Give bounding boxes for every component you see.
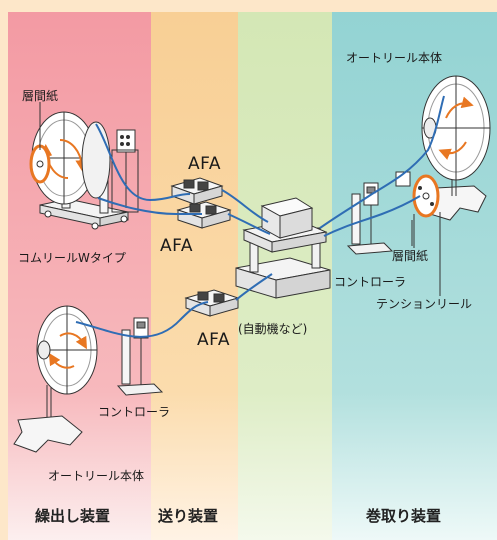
label-sheet-paper-left: 層間紙 [22,89,59,103]
label-tension-reel: テンションリール [376,297,473,311]
label-automatic-machine: (自動機など) [238,322,308,336]
zone-title-take-up: 巻取り装置 [366,507,442,525]
label-auto-reel-right: オートリール本体 [346,51,443,65]
label-afa-top: AFA [188,154,221,174]
auto-reel-right [421,75,491,221]
label-afa-middle: AFA [160,236,193,256]
label-auto-reel-left: オートリール本体 [48,469,145,483]
controller-left [116,317,164,396]
zone-send-device [151,12,238,540]
zone-feed-device [8,12,151,540]
zone-title-feed: 繰出し装置 [35,507,111,525]
label-sheet-paper-right: 層間紙 [392,249,429,263]
zone-title-send: 送り装置 [158,507,219,525]
automatic-machine [235,197,331,299]
label-controller-right: コントローラ [334,275,407,289]
label-afa-bottom: AFA [197,330,230,350]
tape-paths [75,95,445,338]
afa-units [170,177,240,317]
tension-reel [395,171,441,296]
label-comb-reel-w-type: コムリールWタイプ [18,251,126,265]
auto-reel-left [13,305,98,453]
comb-reel-w-type [29,111,139,230]
label-controller-left: コントローラ [98,405,171,419]
leader-lines [39,102,441,296]
